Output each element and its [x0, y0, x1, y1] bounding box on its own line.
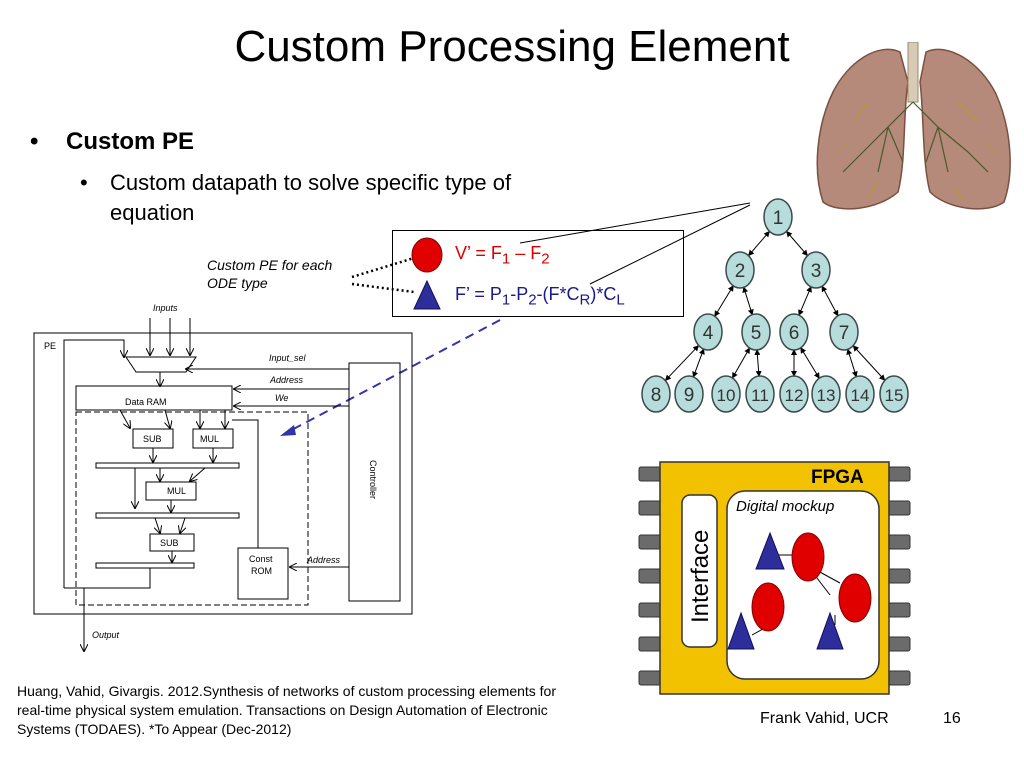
tree-node-4: 4 [693, 313, 723, 351]
interface-label: Interface [687, 530, 714, 623]
controller-block [348, 362, 401, 602]
tree-node-label: 1 [773, 208, 784, 229]
tree-edge [852, 345, 886, 381]
datapath-dashed-box [75, 411, 309, 606]
digital-mockup-block [726, 490, 880, 680]
tree-node-label: 6 [789, 323, 800, 344]
interface-block [681, 494, 718, 648]
mockup-label: Digital mockup [736, 498, 834, 515]
tree-node-label: 14 [851, 386, 870, 405]
tree-node-label: 12 [785, 386, 804, 405]
mockup-circle-1 [791, 532, 825, 582]
tree-node-3: 3 [801, 251, 831, 289]
rom-label: ROM [251, 566, 272, 576]
tree-node-2: 2 [725, 251, 755, 289]
tree-node-5: 5 [741, 313, 771, 351]
mockup-circle-3 [838, 573, 872, 623]
mockup-triangle-1 [755, 531, 785, 570]
input-mux [125, 356, 197, 373]
controller-label: Controller [368, 460, 378, 499]
tree-node-label: 15 [885, 386, 904, 405]
sub-bullet: • Custom datapath to solve specific type… [80, 168, 520, 228]
inputs-label: Inputs [153, 303, 178, 313]
pe-caption: Custom PE for each ODE type [207, 257, 333, 291]
tree-node-12: 12 [779, 375, 809, 413]
data-ram-block [75, 385, 233, 411]
slide-title: Custom Processing Element [234, 22, 790, 71]
tree-node-6: 6 [779, 313, 809, 351]
fpga-diagram: FPGA Interface Digital mockup [638, 461, 911, 695]
tree-edge [786, 230, 808, 257]
tree-node-9: 9 [674, 375, 704, 413]
tree-edge [846, 348, 858, 378]
tree-node-label: 3 [811, 261, 822, 282]
input-sel-label: Input_sel [269, 353, 307, 363]
triangle-shape [413, 279, 441, 310]
address-label-2: Address [306, 555, 341, 565]
tree-edge [732, 347, 750, 379]
mockup-triangle-3 [816, 611, 844, 650]
tree-edge [692, 348, 705, 378]
bullet-dot: • [80, 170, 88, 195]
we-label: We [275, 393, 288, 403]
address-label: Address [269, 375, 304, 385]
footer-author: Frank Vahid, UCR [760, 710, 889, 727]
tree-node-label: 8 [651, 385, 662, 406]
tree-node-15: 15 [879, 375, 909, 413]
tree-edge [748, 230, 770, 257]
sub-label-2: SUB [160, 538, 179, 548]
tree-node-label: 7 [839, 323, 850, 344]
tree-node-10: 10 [711, 375, 741, 413]
mockup-triangle-2 [727, 611, 755, 650]
bullet-custom-pe: •Custom PE [30, 128, 195, 155]
tree-node-label: 11 [751, 386, 769, 405]
tree-node-13: 13 [811, 375, 841, 413]
tree-node-14: 14 [845, 375, 875, 413]
tree-node-label: 4 [703, 323, 714, 344]
pe-outline [33, 332, 413, 615]
tree-node-label: 2 [735, 261, 746, 282]
page-number: 16 [943, 710, 961, 727]
tree-edge [800, 347, 820, 379]
tree-edge [754, 348, 762, 378]
lungs-illustration [816, 42, 1011, 210]
tree-node-7: 7 [829, 313, 859, 351]
const-rom-block [237, 547, 289, 600]
tree-node-label: 13 [817, 386, 836, 405]
mockup-circle-2 [751, 582, 785, 632]
sub-bullet-text: Custom datapath to solve specific type o… [110, 170, 512, 225]
register-bar-3 [95, 562, 195, 569]
output-label: Output [92, 630, 120, 640]
equation-f: F’ = P1-P2-(F*CR)*CL [455, 284, 625, 309]
tree-node-label: 10 [717, 386, 736, 405]
tree-node-8: 8 [641, 375, 671, 413]
mul-label-2: MUL [167, 486, 186, 496]
tree-edge [714, 285, 734, 317]
tree-edge [821, 285, 839, 317]
sub-label-1: SUB [143, 434, 162, 444]
tree-node-11: 11 [745, 375, 775, 413]
circle-shape [411, 237, 443, 273]
tree-edge [742, 286, 754, 316]
bullet-dot: • [30, 128, 39, 155]
const-label: Const [249, 554, 273, 564]
data-ram-label: Data RAM [125, 397, 167, 407]
citation-text: Huang, Vahid, Givargis. 2012.Synthesis o… [17, 683, 557, 737]
tree-node-label: 9 [684, 385, 695, 406]
tree-node-label: 5 [751, 323, 762, 344]
pe-label: PE [44, 341, 56, 351]
register-bar-2 [95, 512, 240, 519]
tree-node-1: 1 [763, 198, 793, 236]
fpga-label: FPGA [811, 467, 864, 488]
tree-edge [664, 345, 700, 381]
equation-box [392, 230, 684, 317]
mul-label-1: MUL [200, 434, 219, 444]
register-bar-1 [95, 462, 240, 469]
equation-v: V’ = F1 – F2 [455, 243, 550, 268]
tree-edge [798, 286, 812, 316]
